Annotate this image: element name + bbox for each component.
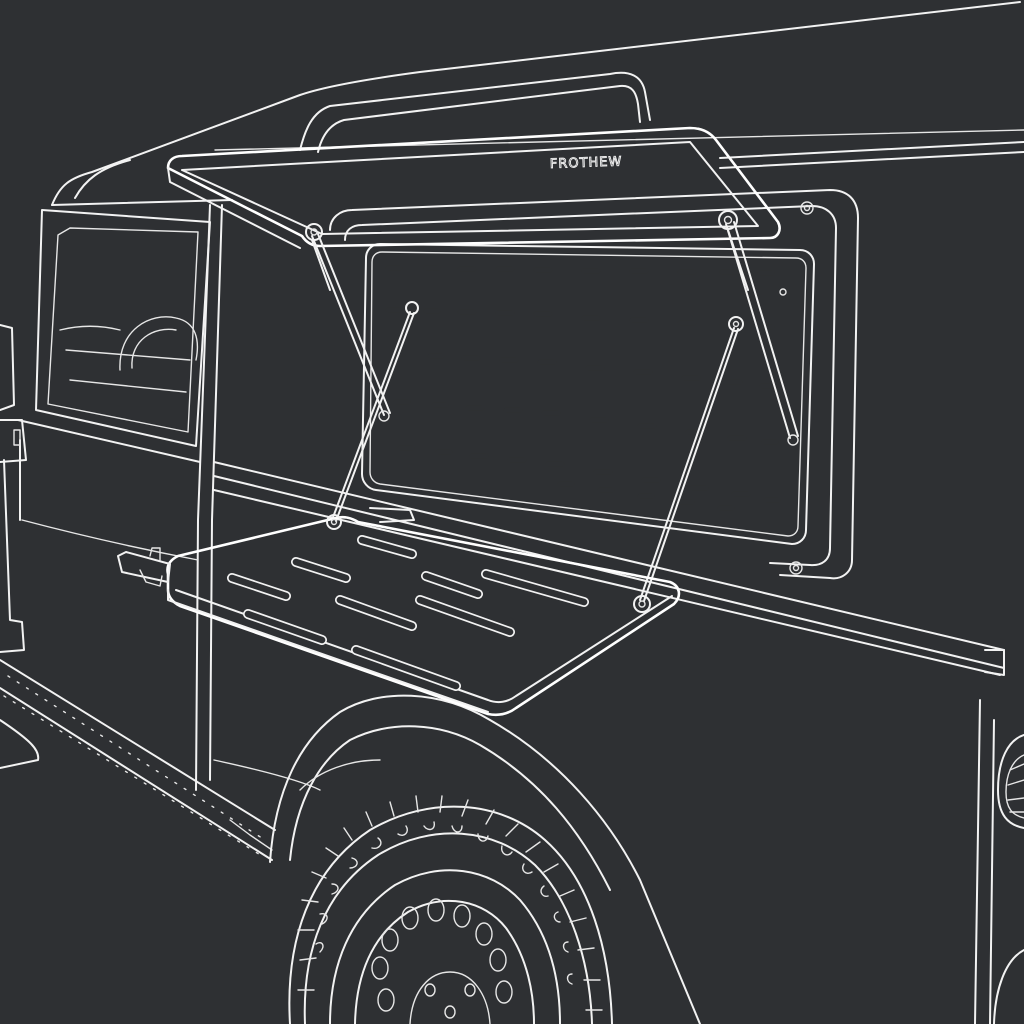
tyre-tread <box>297 795 603 1011</box>
gas-struts <box>305 210 799 446</box>
fold-down-table <box>117 507 681 717</box>
front-wheel <box>288 795 613 1024</box>
wheel-arch <box>269 694 701 1024</box>
support-cables <box>331 301 744 602</box>
sill-step <box>0 659 276 861</box>
side-mirror <box>0 324 27 653</box>
roof-rail <box>299 71 651 153</box>
table-slots <box>227 535 589 691</box>
top-flap: FROTHEW <box>166 126 781 249</box>
vehicle-roof <box>51 1 1024 206</box>
cab-window <box>35 209 211 447</box>
rear-light <box>993 734 1024 1024</box>
brand-label: FROTHEW <box>550 154 623 172</box>
molle-panel <box>361 243 815 545</box>
molle-slots <box>385 265 781 511</box>
table-hinge-bracket <box>117 507 415 587</box>
side-window-frame <box>329 189 859 580</box>
wheel-rim <box>371 898 513 1024</box>
